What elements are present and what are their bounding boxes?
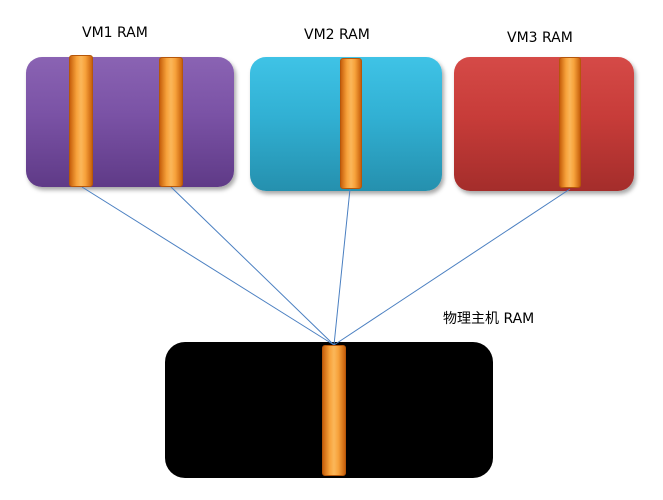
vm2-ram-label: VM2 RAM [304,27,370,43]
connector-vm1-b [170,186,335,346]
connector-vm1-a [81,186,335,346]
connector-vm2 [333,188,351,346]
vm2-memory-page [340,58,362,189]
vm1-ram-label: VM1 RAM [82,25,148,41]
vm1-memory-page-1 [69,55,93,187]
connector-vm3 [333,188,571,346]
vm1-memory-page-2 [159,57,183,187]
host-ram-label: 物理主机 RAM [443,311,535,327]
vm3-ram-block [454,57,634,191]
vm1-ram-block [26,57,234,187]
vm3-ram-label: VM3 RAM [507,30,573,46]
vm3-memory-page [559,57,581,188]
host-memory-page [322,345,346,476]
